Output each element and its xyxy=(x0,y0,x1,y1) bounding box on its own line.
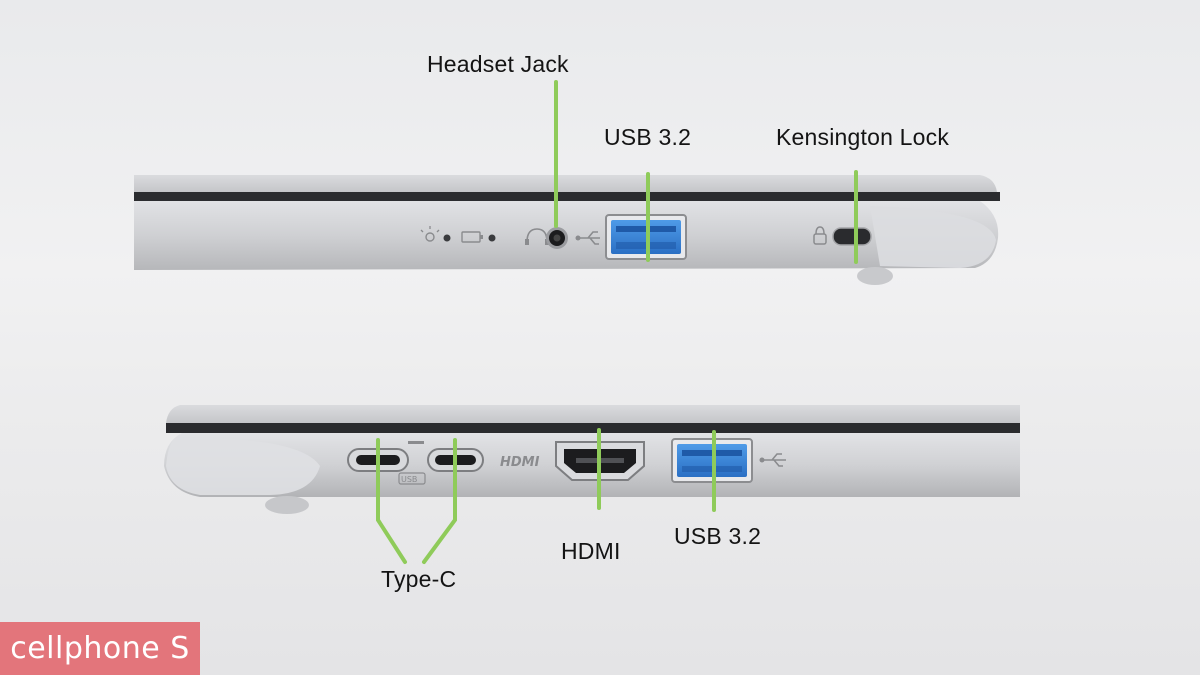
usb-bottom-label: USB 3.2 xyxy=(674,523,762,549)
battery-light-icon xyxy=(461,231,483,243)
hdmi-logo-text: HDMI xyxy=(500,455,540,470)
laptop-right-side xyxy=(134,175,1000,285)
brand-name: cellphone S xyxy=(10,631,190,666)
usb-c-logo-text: USB xyxy=(401,475,417,484)
usb-symbol-icon-bottom xyxy=(759,453,786,467)
usb-top-label: USB 3.2 xyxy=(604,124,692,150)
callout-type-c-1 xyxy=(376,438,407,564)
type-c-label: Type-C xyxy=(381,566,457,592)
callout-type-c-2 xyxy=(422,438,457,564)
callout-lines xyxy=(376,80,858,564)
headset-jack-port xyxy=(546,227,568,249)
kensington-lock-label: Kensington Lock xyxy=(776,124,950,150)
hdmi-label: HDMI xyxy=(561,538,621,564)
lock-icon xyxy=(813,226,827,245)
kensington-lock-slot xyxy=(813,226,872,246)
usb-c-mark-icon: USB xyxy=(398,441,426,485)
headset-jack-label: Headset Jack xyxy=(427,51,569,77)
power-light-icon xyxy=(420,226,440,242)
usb-symbol-icon xyxy=(575,231,600,245)
cellphones-logo: cellphone S xyxy=(0,622,200,675)
